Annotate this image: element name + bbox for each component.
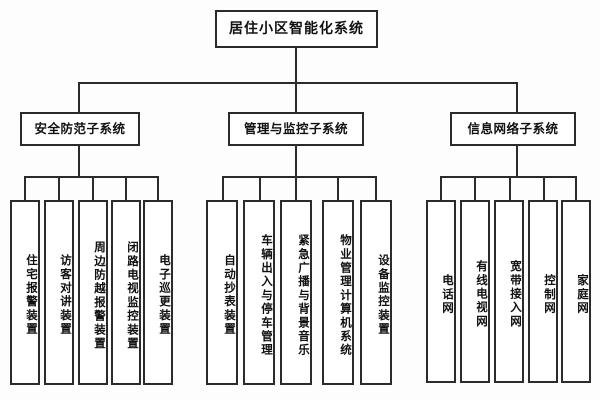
leaf-node-emergency-broadcast-background-music: 紧急广播与背景音乐: [280, 200, 312, 385]
edge-top-bus: [78, 82, 518, 84]
leaf-node-cctv-monitoring-device: 闭路电视监控装置: [111, 200, 141, 385]
branch-node-management-monitoring-subsystem: 管理与监控子系统: [228, 112, 364, 146]
edge-drop-branch-1: [78, 82, 80, 112]
edge-branch-3-drop-1: [440, 176, 442, 200]
branch-node-label-2: 管理与监控子系统: [243, 121, 348, 137]
leaf-node-perimeter-intrusion-alarm-device: 周边防越报警装置: [78, 200, 108, 385]
edge-branch-2-drop-5: [375, 176, 377, 200]
edge-branch-1-drop-1: [24, 176, 26, 200]
root-node-intelligent-residential-system: 居住小区智能化系统: [215, 10, 378, 48]
edge-branch-1-drop-5: [157, 176, 159, 200]
leaf-node-label-2-5: 设备监控装置: [377, 254, 391, 337]
edge-branch-2-drop-2: [259, 176, 261, 200]
edge-branch-2-drop-1: [222, 176, 224, 200]
root-node-label: 居住小区智能化系统: [229, 20, 364, 37]
leaf-node-label-1-1: 住宅报警装置: [25, 254, 39, 337]
edge-branch-2-drop-3: [295, 176, 297, 200]
edge-branch-1-drop-4: [125, 176, 127, 200]
edge-branch-2-stem: [295, 146, 297, 176]
leaf-node-label-1-5: 电子巡更装置: [158, 254, 172, 337]
leaf-node-broadband-access-network: 宽带接入网: [494, 200, 524, 383]
leaf-node-label-2-4: 物业管理计算机系统: [339, 233, 353, 358]
edge-root-stem: [295, 48, 297, 82]
leaf-node-label-3-1: 电话网: [441, 273, 455, 316]
edge-drop-branch-2: [295, 82, 297, 112]
edge-branch-1-bus: [24, 176, 158, 178]
edge-branch-3-drop-2: [474, 176, 476, 200]
edge-branch-1-drop-3: [92, 176, 94, 200]
leaf-node-label-2-1: 自动抄表装置: [223, 254, 237, 337]
branch-node-label-1: 安全防范子系统: [34, 121, 126, 137]
leaf-node-label-1-3: 周边防越报警装置: [93, 240, 107, 351]
leaf-node-automatic-meter-reading-device: 自动抄表装置: [206, 200, 238, 385]
leaf-node-electronic-patrol-device: 电子巡更装置: [143, 200, 173, 385]
leaf-node-cable-television-network: 有线电视网: [460, 200, 490, 383]
leaf-node-label-3-4: 控制网: [543, 273, 557, 316]
leaf-node-equipment-monitoring-device: 设备监控装置: [360, 200, 392, 385]
edge-branch-3-drop-3: [509, 176, 511, 200]
leaf-node-label-1-2: 访客对讲装置: [59, 254, 73, 337]
edge-branch-3-stem: [516, 146, 518, 176]
leaf-node-property-management-computer-system: 物业管理计算机系统: [322, 200, 354, 385]
edge-drop-branch-3: [516, 82, 518, 112]
leaf-node-telephone-network: 电话网: [426, 200, 456, 383]
leaf-node-label-3-2: 有线电视网: [475, 260, 489, 329]
leaf-node-vehicle-access-parking-management: 车辆出入与停车管理: [243, 200, 275, 385]
leaf-node-label-2-3: 紧急广播与背景音乐: [297, 233, 311, 358]
edge-branch-1-drop-2: [58, 176, 60, 200]
branch-node-security-subsystem: 安全防范子系统: [20, 112, 140, 146]
leaf-node-visitor-intercom-device: 访客对讲装置: [44, 200, 74, 385]
leaf-node-label-3-3: 宽带接入网: [509, 260, 523, 329]
leaf-node-home-network: 家庭网: [561, 200, 591, 383]
leaf-node-control-network: 控制网: [528, 200, 558, 383]
branch-node-label-3: 信息网络子系统: [467, 121, 559, 137]
edge-branch-3-drop-4: [543, 176, 545, 200]
leaf-node-label-2-2: 车辆出入与停车管理: [260, 233, 274, 358]
branch-node-information-network-subsystem: 信息网络子系统: [450, 112, 576, 146]
edge-branch-2-drop-4: [337, 176, 339, 200]
edge-branch-1-stem: [78, 146, 80, 176]
edge-branch-3-drop-5: [575, 176, 577, 200]
leaf-node-home-alarm-device: 住宅报警装置: [10, 200, 40, 385]
edge-branch-3-bus: [440, 176, 577, 178]
leaf-node-label-3-5: 家庭网: [576, 273, 590, 316]
leaf-node-label-1-4: 闭路电视监控装置: [126, 240, 140, 351]
edge-branch-2-bus: [222, 176, 377, 178]
